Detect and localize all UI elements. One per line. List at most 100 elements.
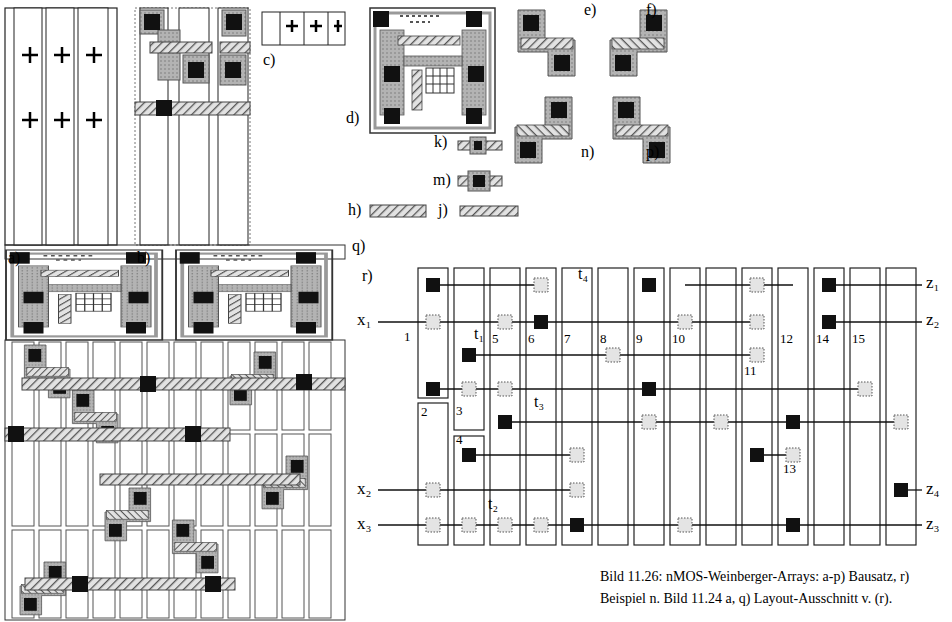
contact <box>822 315 836 329</box>
figure-letter: j) <box>438 202 448 219</box>
contact <box>462 348 476 362</box>
figure-letter: k) <box>434 134 447 151</box>
contact <box>750 448 764 462</box>
figure-j <box>460 206 518 216</box>
column-number: 14 <box>816 332 829 346</box>
gate-contact <box>606 348 620 362</box>
gate-contact <box>426 315 440 329</box>
figure-h <box>370 205 426 217</box>
gate-contact <box>462 518 476 532</box>
signal-line <box>433 284 541 285</box>
figure-d <box>370 8 495 133</box>
contact <box>642 382 656 396</box>
figure-letter: m) <box>433 172 451 189</box>
contact <box>498 415 512 429</box>
signal-line <box>829 284 922 285</box>
signal-name: z₂ <box>926 311 939 329</box>
column-number: 13 <box>783 462 796 476</box>
column-number: 8 <box>600 332 607 346</box>
gate-contact <box>498 382 512 396</box>
gate-contact <box>642 415 656 429</box>
column-number: 12 <box>780 332 793 346</box>
array-column <box>562 268 592 545</box>
transistor-name: t₃ <box>534 394 544 411</box>
contact <box>534 315 548 329</box>
gate-contact <box>786 448 800 462</box>
figure-letter: f) <box>646 2 657 19</box>
figure-p <box>613 97 670 163</box>
array-column <box>742 268 772 545</box>
figure-m <box>458 171 502 191</box>
gate-contact <box>678 315 692 329</box>
column-number: 10 <box>672 332 685 346</box>
figure-letter: c) <box>263 52 275 69</box>
signal-name: z₃ <box>926 515 939 533</box>
signal-name: x₃ <box>357 515 371 533</box>
contact <box>822 278 836 292</box>
array-column <box>634 268 664 545</box>
gate-contact <box>462 382 476 396</box>
signal-name: z₄ <box>926 480 939 498</box>
column-number: 4 <box>456 433 463 447</box>
signal-name: x₁ <box>357 311 371 329</box>
column-number: 6 <box>528 332 535 346</box>
gate-contact <box>426 518 440 532</box>
figure-letter: e) <box>584 2 596 19</box>
array-column <box>778 268 808 545</box>
figure-caption: Bild 11.26: nMOS-Weinberger-Arrays: a-p)… <box>600 566 946 611</box>
figure-k <box>458 137 502 154</box>
column-number: 11 <box>744 364 757 378</box>
gate-contact <box>750 315 764 329</box>
figure-a <box>5 8 117 245</box>
signal-line <box>829 321 922 322</box>
signal-line <box>505 421 901 422</box>
array-column <box>850 268 880 545</box>
array-column <box>598 268 628 545</box>
figure-letter: r) <box>362 268 373 285</box>
contact <box>426 278 440 292</box>
gate-contact <box>534 518 548 532</box>
contact <box>786 518 800 532</box>
column-number: 9 <box>636 332 643 346</box>
array-column <box>454 268 484 430</box>
gate-contact <box>750 348 764 362</box>
gate-contact <box>498 315 512 329</box>
figure-letter: h) <box>348 202 361 219</box>
signal-name: z₁ <box>926 274 939 292</box>
figure-letter: b) <box>137 250 150 267</box>
column-number: 7 <box>564 332 571 346</box>
signal-line <box>378 489 577 490</box>
gate-contact <box>858 382 872 396</box>
signal-name: x₂ <box>357 480 371 498</box>
gate-contact <box>678 518 692 532</box>
transistor-name: t₄ <box>578 266 588 283</box>
array-column <box>706 268 736 545</box>
gate-contact <box>534 278 548 292</box>
figure-b <box>135 8 250 245</box>
contact <box>642 278 656 292</box>
transistor-name: t₂ <box>488 496 498 513</box>
signal-line <box>685 284 793 285</box>
figure-c <box>262 12 345 45</box>
figure-letter: n) <box>581 144 594 161</box>
gate-contact <box>894 415 908 429</box>
transistor-name: t₁ <box>474 326 484 343</box>
figure-letter: a) <box>8 250 20 267</box>
figure-q <box>5 245 345 620</box>
gate-contact <box>498 518 512 532</box>
contact <box>786 415 800 429</box>
contact <box>570 518 584 532</box>
gate-contact <box>570 483 584 497</box>
figure-f <box>610 10 667 76</box>
gate-contact <box>426 483 440 497</box>
signal-line <box>378 524 922 525</box>
column-number: 2 <box>421 405 428 419</box>
array-column <box>886 268 916 545</box>
array-column <box>670 268 700 545</box>
gate-contact <box>714 415 728 429</box>
gate-contact <box>750 278 764 292</box>
array-column <box>418 268 448 398</box>
contact <box>894 483 908 497</box>
column-number: 5 <box>492 332 499 346</box>
